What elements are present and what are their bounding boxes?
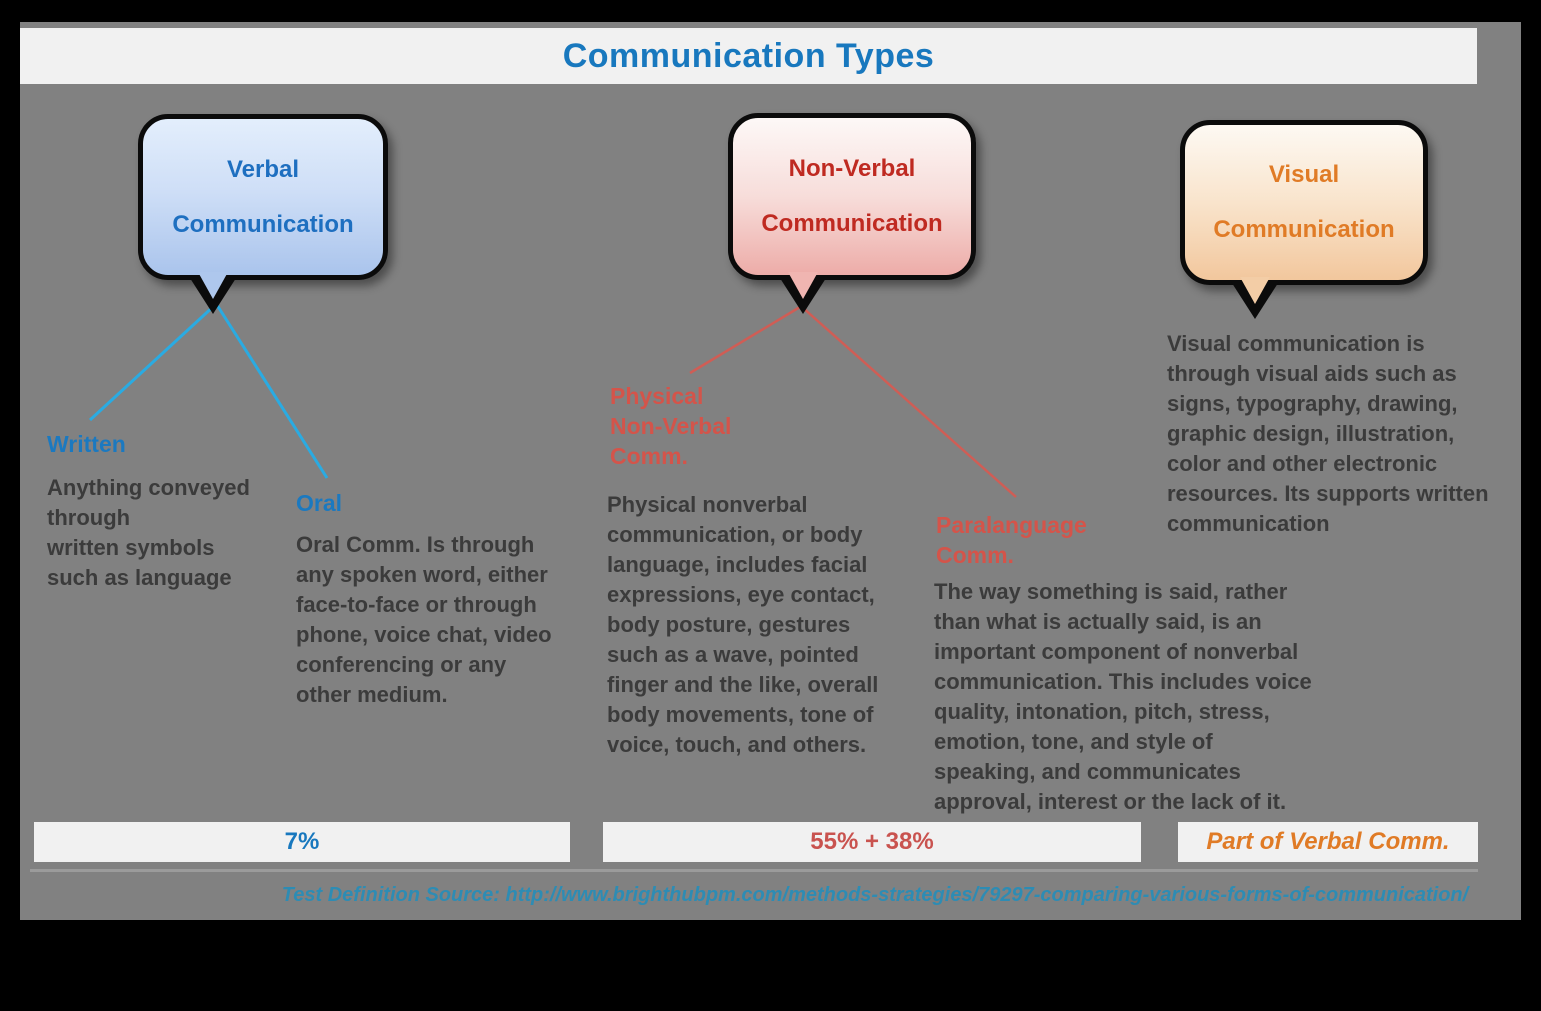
- bubble-nonverbal-communication: Non-Verbal Communication: [728, 113, 976, 314]
- source-link[interactable]: Test Definition Source: http://www.brigh…: [281, 884, 1469, 906]
- oral-label: Oral: [296, 490, 343, 516]
- percentage-bar-visual: Part of Verbal Comm.: [1178, 822, 1478, 862]
- bubble-visual-line1: Visual: [1268, 161, 1340, 188]
- title-bar: Communication Types: [20, 28, 1477, 84]
- bubble-verbal-line1: Verbal: [226, 155, 300, 183]
- bubble-visual-line2: Communication: [1213, 216, 1395, 243]
- written-label: Written: [47, 431, 126, 457]
- percentage-verbal-value: 7%: [284, 828, 320, 855]
- percentage-nonverbal-value: 55% + 38%: [810, 828, 934, 855]
- percentage-visual-value: Part of Verbal Comm.: [1206, 828, 1450, 855]
- physical-nonverbal-label: Physical Non-Verbal Comm.: [610, 383, 732, 469]
- bubble-verbal-communication: Verbal Communication: [138, 114, 388, 314]
- page-title: Communication Types: [562, 36, 935, 75]
- paralanguage-description: The way something is said, rather than w…: [934, 579, 1312, 814]
- bubble-nonverbal-line1: Non-Verbal: [788, 155, 916, 182]
- footer-divider-line: [30, 869, 1478, 872]
- bubble-nonverbal-line2: Communication: [761, 210, 943, 237]
- bubble-visual-communication: Visual Communication: [1180, 120, 1428, 319]
- percentage-bar-nonverbal: 55% + 38%: [603, 822, 1141, 862]
- visual-description: Visual communication is through visual a…: [1167, 331, 1489, 536]
- oral-description: Oral Comm. Is through any spoken word, e…: [296, 532, 552, 707]
- percentage-bar-verbal: 7%: [34, 822, 570, 862]
- paralanguage-label: Paralanguage Comm.: [936, 512, 1087, 568]
- physical-nonverbal-description: Physical nonverbal communication, or bod…: [607, 492, 879, 757]
- bubble-verbal-line2: Communication: [172, 210, 354, 238]
- written-description: Anything conveyed through written symbol…: [47, 475, 250, 590]
